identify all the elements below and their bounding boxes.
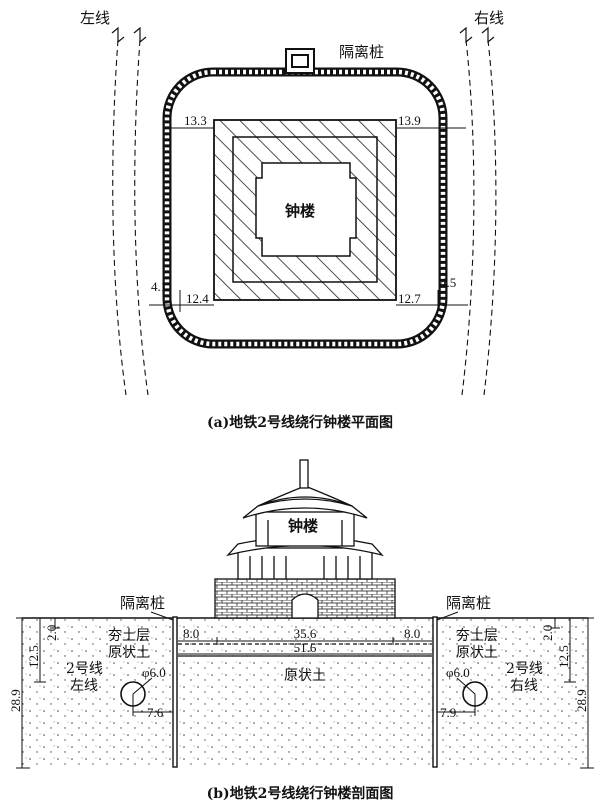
left-line-label: 左线 [80, 9, 110, 27]
dim-bl-small: 4.1 [151, 279, 167, 294]
orig-left-label: 原状土 [108, 645, 150, 661]
tunnel-right-line2: 右线 [510, 678, 538, 694]
dim-br-small: 4.5 [440, 275, 456, 290]
fill-right-label: 夯土层 [456, 628, 498, 644]
right-tunnel-line [461, 39, 497, 396]
soil-mass [22, 618, 588, 768]
dim-51-6: 51.6 [294, 640, 317, 655]
tower-base [213, 119, 397, 301]
dim-8-0-right: 8.0 [404, 626, 420, 641]
pile-cap [285, 48, 315, 74]
tunnel-right-line1: 2号线 [506, 661, 543, 677]
section-piles [172, 616, 438, 768]
phi-right: φ6.0 [446, 665, 470, 680]
dim-8-0-left: 8.0 [183, 626, 199, 641]
dim-2-0-left: 2.0 [44, 625, 59, 641]
plan-tower-label: 钟楼 [285, 202, 315, 220]
bell-tower-elevation [214, 459, 396, 619]
tunnel-left-line1: 2号线 [66, 661, 103, 677]
dim-2-0-right: 2.0 [540, 625, 555, 641]
dim-7-9: 7.9 [440, 705, 456, 720]
plan-dimension-lines [149, 127, 468, 312]
tunnel-left-line2: 左线 [70, 678, 98, 694]
section-view: 钟楼 [8, 459, 594, 802]
orig-right-label: 原状土 [456, 645, 498, 661]
dim-28-9-right: 28.9 [574, 689, 589, 712]
dim-tl: 13.3 [184, 113, 207, 128]
right-line-label: 右线 [474, 9, 504, 27]
dim-br: 12.7 [398, 291, 421, 306]
section-tower-label: 钟楼 [288, 517, 318, 535]
dim-12-5-right: 12.5 [556, 645, 571, 668]
dim-7-6: 7.6 [147, 705, 164, 720]
left-line-break-mark [111, 26, 147, 44]
dim-12-5-left: 12.5 [26, 645, 41, 668]
section-dimension-lines [16, 611, 594, 769]
dim-tr: 13.9 [398, 113, 421, 128]
fill-left-label: 夯土层 [108, 628, 150, 644]
section-caption: (b)地铁2号线绕行钟楼剖面图 [207, 785, 394, 802]
pile-left-label: 隔离桩 [120, 594, 165, 612]
dim-35-6: 35.6 [294, 626, 317, 641]
phi-left: φ6.0 [142, 665, 166, 680]
pile-right-label: 隔离桩 [446, 594, 491, 612]
fill-layer-boundary [178, 643, 432, 657]
left-tunnel-line [112, 39, 149, 396]
plan-caption: (a)地铁2号线绕行钟楼平面图 [207, 414, 393, 431]
pile-label: 隔离桩 [339, 43, 384, 61]
dim-bl: 12.4 [186, 291, 209, 306]
orig-center-label: 原状土 [284, 668, 326, 684]
right-line-break-mark [459, 26, 495, 44]
plan-view: 左线 右线 隔离桩 钟楼 13.3 13.9 [80, 9, 504, 431]
dim-28-9-left: 28.9 [8, 689, 23, 712]
